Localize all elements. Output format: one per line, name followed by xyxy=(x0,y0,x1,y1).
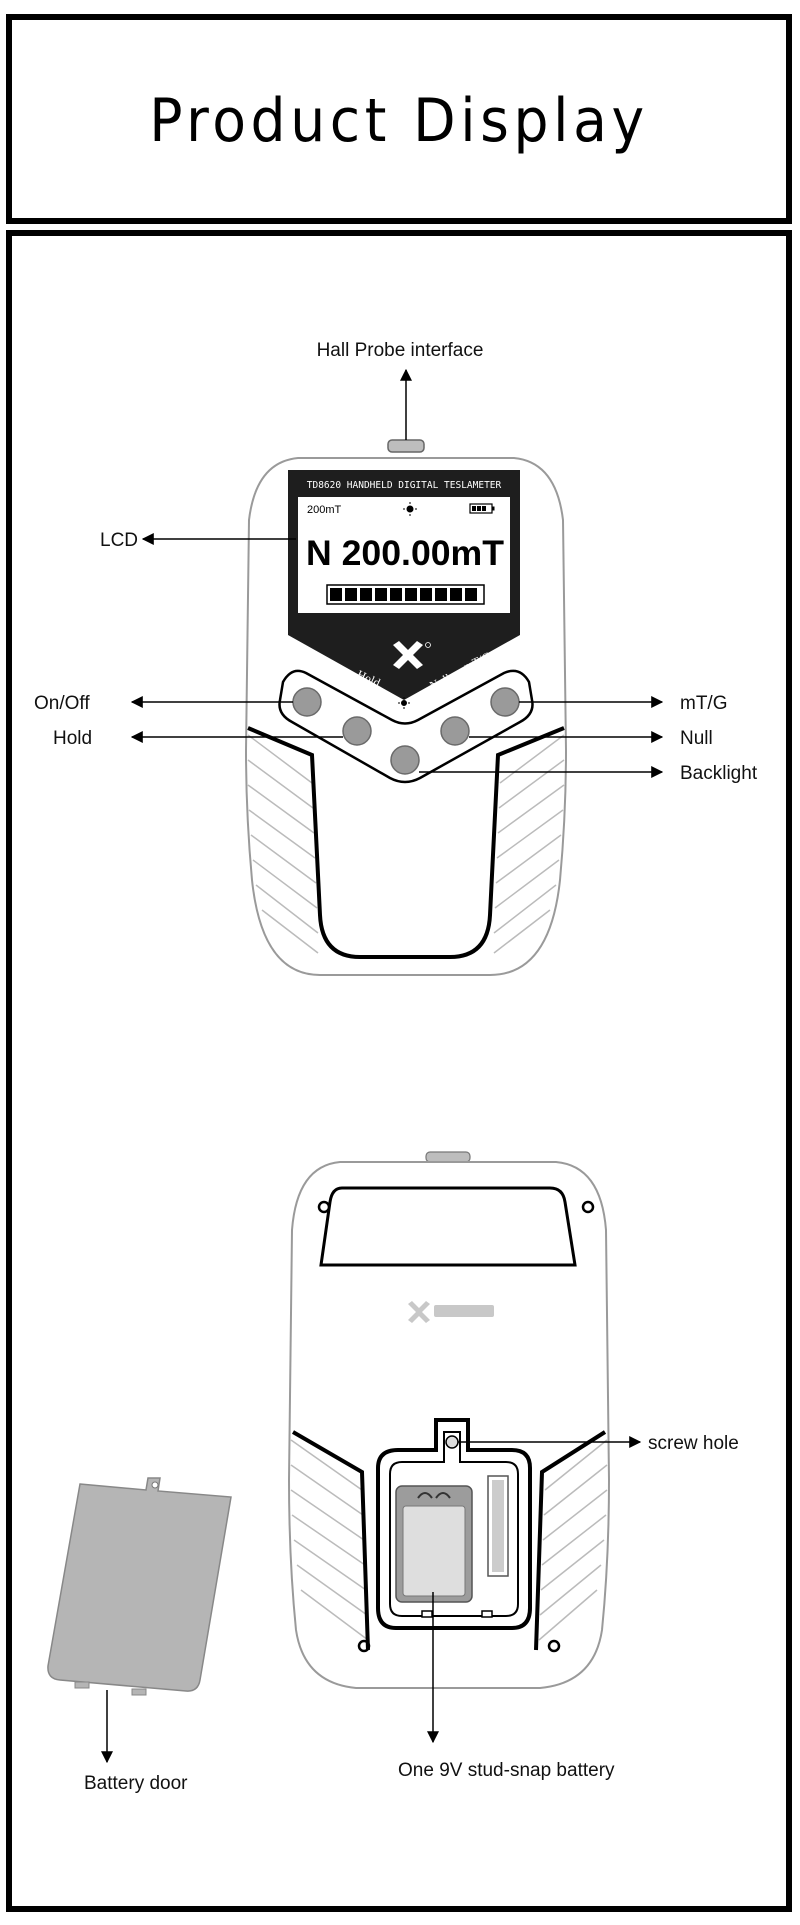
button-pad xyxy=(278,669,534,784)
battery-snap-icon xyxy=(417,1492,451,1499)
label-probe-interface: Hall Probe interface xyxy=(317,340,484,361)
backlight-button[interactable] xyxy=(390,745,420,775)
label-mt-g: mT/G xyxy=(680,693,728,714)
front-device: TD8620 HANDHELD DIGITAL TESLAMETER 200mT… xyxy=(244,439,568,976)
battery-latch-left xyxy=(421,1610,433,1618)
label-hold: Hold xyxy=(53,728,92,749)
brand-logo-icon xyxy=(393,641,431,669)
backlight-mark-icon xyxy=(398,697,410,709)
battery-side-slot-fill xyxy=(492,1480,504,1572)
back-screw-top-left xyxy=(317,1200,331,1214)
label-on-off: On/Off xyxy=(34,693,90,714)
back-screw-top-right xyxy=(581,1200,595,1214)
back-top-recess xyxy=(319,1186,577,1267)
label-battery: One 9V stud-snap battery xyxy=(398,1760,615,1781)
battery-door xyxy=(47,1477,232,1696)
lcd-battery-icon xyxy=(469,503,495,514)
back-grip-left xyxy=(290,1439,369,1641)
back-device xyxy=(287,1151,611,1689)
back-tray-left xyxy=(291,1430,370,1651)
null-button[interactable] xyxy=(440,716,470,746)
probe-connector xyxy=(387,439,425,453)
lcd-range: 200mT xyxy=(307,504,342,516)
title-box: Product Display xyxy=(6,14,792,224)
label-null: Null xyxy=(680,728,713,749)
side-grip-right xyxy=(493,734,565,954)
battery-compartment-inner xyxy=(389,1431,519,1617)
front-tray xyxy=(247,726,565,959)
back-screw-bottom-right xyxy=(547,1639,561,1653)
compartment-screw-hole xyxy=(445,1435,459,1449)
back-callout-arrows xyxy=(101,1436,642,1764)
lcd-reading: N 200.00mT xyxy=(306,534,504,573)
back-tray-right xyxy=(534,1430,607,1651)
front-callout-arrows xyxy=(130,368,664,778)
mt-g-button[interactable] xyxy=(490,687,520,717)
label-screw-hole: screw hole xyxy=(648,1433,739,1454)
back-brand-logo-icon xyxy=(408,1301,494,1323)
page-title: Product Display xyxy=(149,86,649,156)
lcd-bargraph xyxy=(326,584,485,605)
lcd-header-text: TD8620 HANDHELD DIGITAL TESLAMETER xyxy=(307,480,502,491)
on-off-button[interactable] xyxy=(292,687,322,717)
battery-label-area xyxy=(402,1505,466,1597)
back-grip-right xyxy=(538,1439,608,1641)
battery-latch-right xyxy=(481,1610,493,1618)
back-probe-connector xyxy=(425,1151,471,1163)
label-backlight: Backlight xyxy=(680,763,758,784)
hold-button[interactable] xyxy=(342,716,372,746)
label-battery-door: Battery door xyxy=(84,1773,188,1794)
backlight-sun-icon xyxy=(403,502,417,516)
side-grip-left xyxy=(247,734,319,954)
label-lcd: LCD xyxy=(100,530,138,551)
